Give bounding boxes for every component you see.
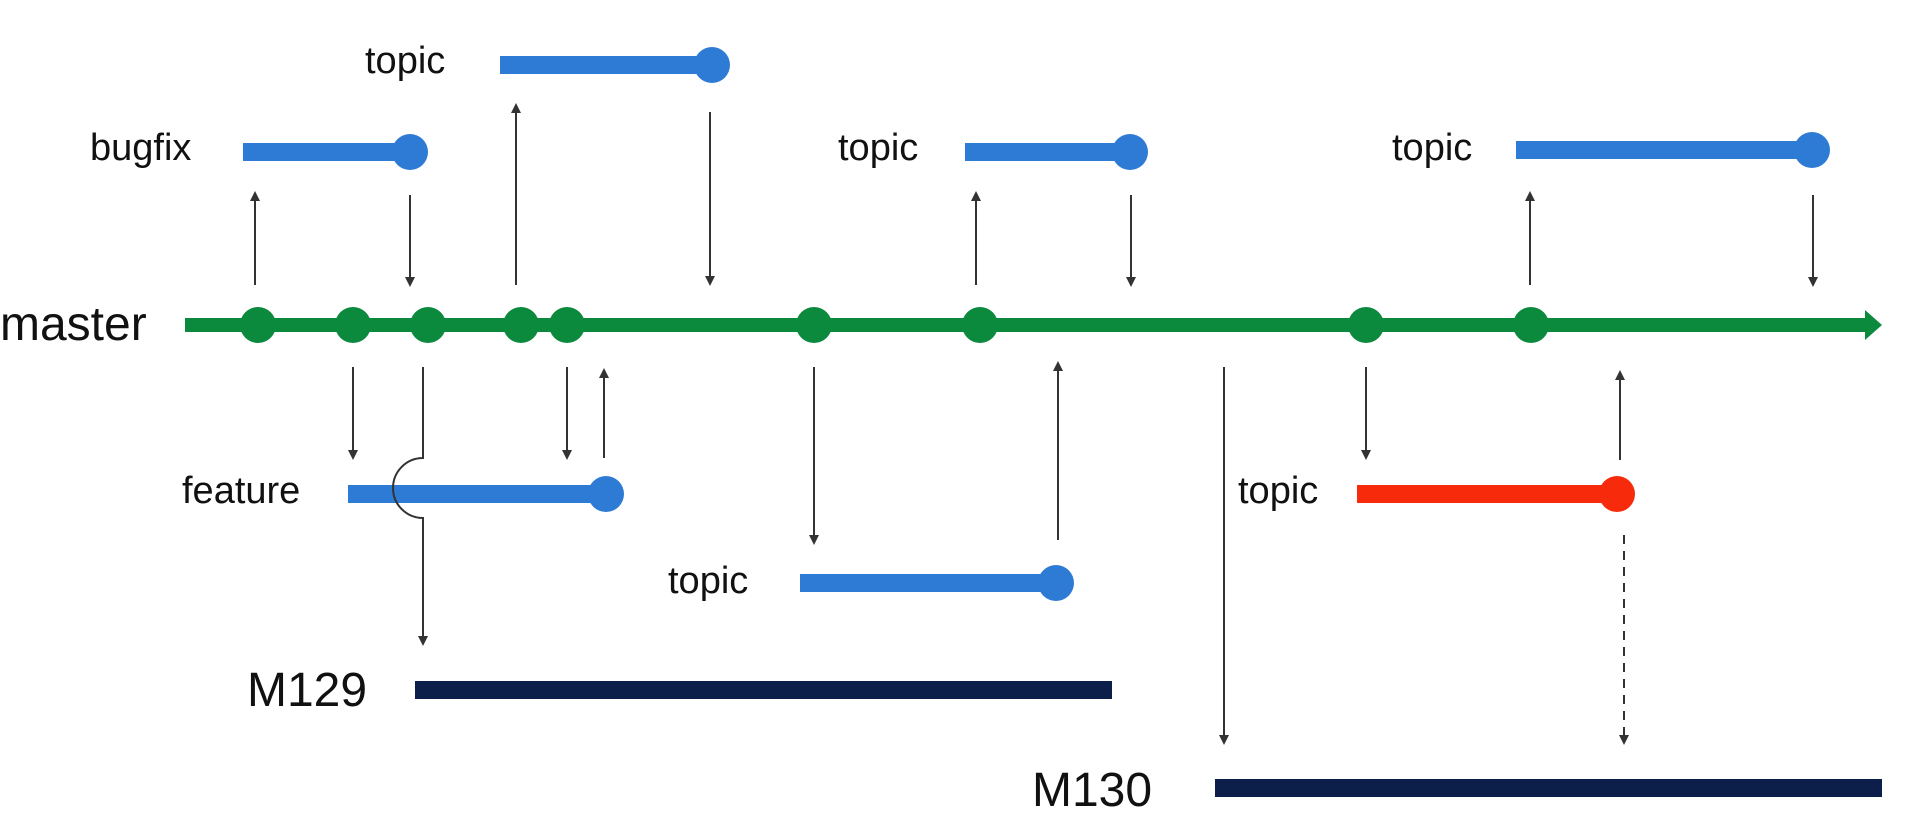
release-m129: M129 [247, 664, 1112, 717]
branch-tip [694, 47, 730, 83]
master-commit [1513, 307, 1549, 343]
master-commit [796, 307, 832, 343]
branch-label: topic [838, 127, 918, 169]
branch-tip [392, 134, 428, 170]
branch-label: topic [1238, 470, 1318, 512]
branch-topic-2: topic [838, 127, 1148, 170]
branch-label: bugfix [90, 127, 191, 169]
release-label: M129 [247, 664, 367, 717]
branch-topic-5-highlighted: topic [1238, 470, 1635, 512]
master-label: master [0, 298, 147, 351]
master-branch: master [0, 298, 1882, 351]
release-cut-arrow [392, 367, 428, 646]
flow-arrows [250, 103, 1818, 745]
release-m130: M130 [1032, 764, 1882, 817]
master-commit [1348, 307, 1384, 343]
master-commit [549, 307, 585, 343]
release-label: M130 [1032, 764, 1152, 817]
branch-tip [1038, 565, 1074, 601]
branch-label: topic [668, 560, 748, 602]
branch-feature: feature [182, 470, 624, 512]
master-commit [503, 307, 539, 343]
branch-tip [1112, 134, 1148, 170]
branch-label: topic [365, 40, 445, 82]
branch-label: topic [1392, 127, 1472, 169]
branch-bugfix: bugfix [90, 127, 428, 170]
branch-tip [588, 476, 624, 512]
master-commit [410, 307, 446, 343]
branch-label: feature [182, 470, 300, 512]
branch-tip [1794, 132, 1830, 168]
branch-topic-3: topic [1392, 127, 1830, 169]
branch-topic-1: topic [365, 40, 730, 83]
master-commit [240, 307, 276, 343]
branch-topic-4: topic [668, 560, 1074, 602]
master-commit [962, 307, 998, 343]
master-commit [335, 307, 371, 343]
master-arrow-head [1865, 310, 1882, 340]
branch-tip [1599, 476, 1635, 512]
